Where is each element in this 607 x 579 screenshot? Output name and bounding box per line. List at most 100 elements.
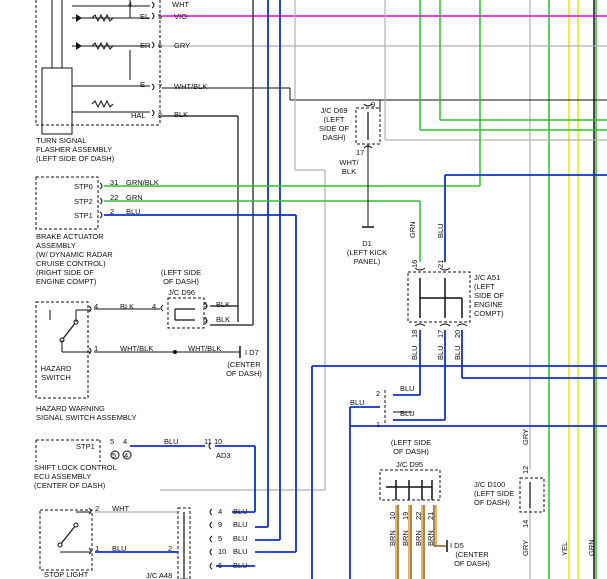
element-85 (173, 350, 177, 354)
pin-label: 31 (110, 178, 119, 187)
wire-label: BLU (233, 507, 248, 516)
pin-label: 16 (410, 259, 419, 268)
wire-label: BLK (120, 302, 135, 311)
element-33 (151, 1, 155, 117)
pin-label: 5 (158, 12, 163, 21)
pin-label: 12 (521, 465, 530, 474)
pin-label: 4 (218, 507, 223, 516)
pin-label: 22 (414, 511, 423, 520)
pin-label: EL (140, 12, 150, 21)
element-104 (73, 522, 79, 528)
element-42 (99, 182, 103, 219)
pin-label: STP0 (74, 182, 93, 191)
brake-actuator-label: BRAKE ACTUATOR ASSEMBLY (W/ DYNAMIC RADA… (36, 232, 113, 286)
pin-label: HAL (131, 111, 146, 120)
brake-actuator-box (35, 176, 99, 230)
pin-label: 2 (168, 544, 173, 553)
wire-label: WHT/BLK (174, 82, 208, 91)
wire-label: BLU (400, 409, 415, 418)
jc-a51-box (407, 271, 471, 323)
element-112 (209, 508, 213, 570)
wire-label: BLK (216, 315, 231, 324)
pin-label: STP1 (76, 442, 95, 451)
pin-label: 5 (218, 534, 223, 543)
element-87 (160, 302, 208, 325)
jc-d96-label: J/C D96 (168, 288, 196, 297)
pin-label: E (140, 80, 146, 89)
element-26 (76, 42, 82, 50)
flasher-box (41, 67, 73, 135)
wire-label: BLU (233, 534, 248, 543)
pin-label: 9 (218, 520, 223, 529)
wire-label: WHT/BLK (188, 344, 222, 353)
wire-label: BLU (164, 437, 179, 446)
hazard-switch-label: HAZARD SWITCH (40, 364, 72, 382)
wire-label: GRY (521, 428, 530, 445)
d1-label: D1 (LEFT KICK PANEL) (346, 239, 388, 266)
jc-d95-location: (LEFT SIDE OF DASH) (390, 438, 432, 456)
pin-label: 2 (110, 207, 115, 216)
wire-label: WHT/ BLK (339, 158, 359, 176)
hazard-switch-box (35, 301, 89, 399)
pin-label: 9 (371, 100, 376, 109)
wire-label: GRY (174, 41, 191, 50)
pin-label: 17 (436, 329, 445, 338)
pin-label: 8 (158, 111, 163, 120)
pin-label: 4 (124, 451, 129, 460)
wire-label: BRN (426, 530, 435, 546)
jc-a48-label: J/C A48 (146, 571, 173, 579)
pin-label: 6 (158, 41, 163, 50)
wire-label: GRN (126, 193, 143, 202)
wire-label: VIO (174, 12, 187, 21)
element-23 (91, 41, 114, 51)
pin-label: 22 (110, 193, 119, 202)
d5-label: I D5 (450, 541, 464, 550)
jc-d100-label: J/C D100 (LEFT SIDE OF DASH) (474, 480, 515, 507)
wire-label: BLU (436, 345, 445, 360)
pin-label: 10 (388, 511, 397, 520)
pin-label: STP2 (74, 197, 93, 206)
jc-a51-label: J/C A51 (LEFT SIDE OF ENGINE COMPT) (474, 273, 505, 318)
d7-label: I D7 (245, 348, 259, 357)
pin-label: 2 (95, 504, 100, 513)
jc-d100-box (519, 477, 545, 513)
wire-label: WHT/BLK (120, 344, 154, 353)
pin-label: 6 (218, 561, 223, 570)
jc-d69-label: J/C D69 (LEFT SIDE OF DASH) (318, 106, 349, 142)
pin-label: 5 (112, 451, 117, 460)
pin-label: ER (140, 41, 151, 50)
wire-label: BLU (233, 520, 248, 529)
wire-label: WHT (112, 504, 130, 513)
pin-label: 21 (426, 511, 435, 520)
pin-label: 10 (214, 437, 223, 446)
pin-label: 17 (356, 148, 365, 157)
element-24 (91, 99, 114, 109)
d7-location: (CENTER OF DASH) (226, 360, 262, 378)
element-107 (88, 507, 92, 555)
wire-label: BLU (400, 384, 415, 393)
wire-label: WHT (172, 0, 190, 9)
pin-label: 20 (453, 329, 462, 338)
wire-label: BLU (410, 345, 419, 360)
pin-label: 4 (128, 0, 133, 9)
wire-label: BLK (174, 110, 189, 119)
stop-light-box (39, 509, 93, 571)
wire-label: GRY (521, 539, 530, 556)
pin-label: 7 (158, 82, 163, 91)
turn-signal-label: TURN SIGNAL FLASHER ASSEMBLY (LEFT SIDE … (36, 136, 115, 163)
wire-label: BLU (126, 207, 141, 216)
wire-label: BLU (453, 345, 462, 360)
pin-label: 18 (410, 329, 419, 338)
wire-label: GRN (587, 539, 596, 556)
wire-label: BLU (350, 398, 365, 407)
pin-label: 1 (94, 344, 99, 353)
wire-label: BLU (233, 561, 248, 570)
element-97 (208, 442, 212, 450)
hazard-assembly-label: HAZARD WARNING SIGNAL SWITCH ASSEMBLY (36, 404, 137, 422)
wire-label: YEL (560, 541, 569, 556)
jc-d95-label: J/C D95 (396, 460, 424, 469)
pin-label: STP1 (74, 211, 93, 220)
element-75 (61, 321, 77, 341)
